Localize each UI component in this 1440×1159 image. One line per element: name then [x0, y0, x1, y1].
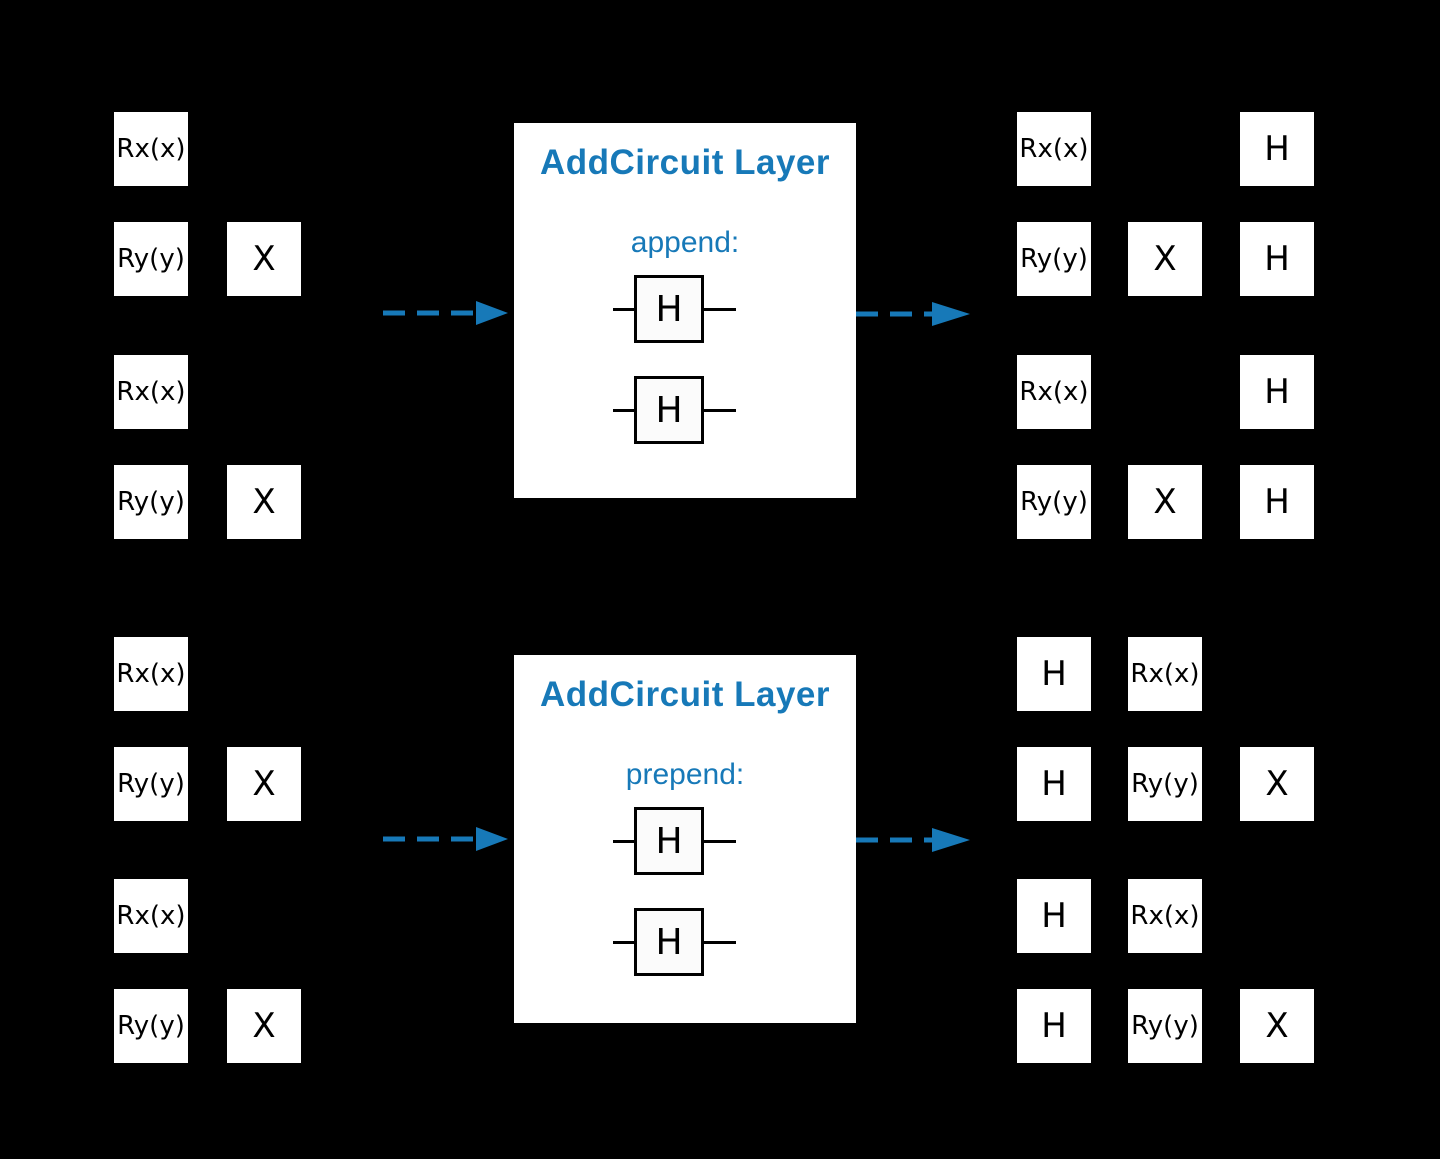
- wire-right: [704, 940, 736, 944]
- wire-right: [704, 307, 736, 311]
- h-gate: H: [613, 807, 736, 875]
- wire-right: [704, 408, 736, 412]
- gate-rxx: Rx(x): [114, 637, 188, 711]
- dashed-arrow-append-in: [383, 301, 508, 325]
- wire-right: [704, 839, 736, 843]
- panel-mode-label: prepend:: [625, 758, 745, 791]
- gate-h: H: [1240, 222, 1314, 296]
- gate-ryy: Ry(y): [114, 989, 188, 1063]
- wire-left: [613, 408, 634, 412]
- addcircuit-panel-prepend: AddCircuit Layer prepend: H H: [514, 655, 856, 1023]
- gate-rxx: Rx(x): [114, 112, 188, 186]
- h-gate: H: [613, 376, 736, 444]
- gate-h: H: [1017, 637, 1091, 711]
- gate-ryy: Ry(y): [1128, 747, 1202, 821]
- panel-title: AddCircuit Layer: [540, 143, 830, 182]
- gate-x: X: [227, 989, 301, 1063]
- panel-mode-label: append:: [630, 226, 740, 259]
- gate-h: H: [1017, 747, 1091, 821]
- gate-ryy: Ry(y): [1128, 989, 1202, 1063]
- gate-ryy: Ry(y): [1017, 465, 1091, 539]
- gate-ryy: Ry(y): [114, 747, 188, 821]
- dashed-arrow-append-out: [856, 302, 970, 326]
- gate-rxx: Rx(x): [1017, 112, 1091, 186]
- wire-left: [613, 839, 634, 843]
- gate-h: H: [1240, 465, 1314, 539]
- wire-left: [613, 307, 634, 311]
- wire-left: [613, 940, 634, 944]
- gate-x: X: [227, 747, 301, 821]
- gate-x: X: [1240, 989, 1314, 1063]
- dashed-arrow-prepend-in: [383, 827, 508, 851]
- h-gate-box: H: [634, 376, 704, 444]
- panel-title: AddCircuit Layer: [540, 675, 830, 714]
- gate-h: H: [1240, 112, 1314, 186]
- gate-x: X: [1240, 747, 1314, 821]
- h-gate: H: [613, 908, 736, 976]
- addcircuit-panel-append: AddCircuit Layer append: H H: [514, 123, 856, 498]
- h-gate-box: H: [634, 807, 704, 875]
- gate-rxx: Rx(x): [114, 355, 188, 429]
- gate-h: H: [1017, 989, 1091, 1063]
- h-gate: H: [613, 275, 736, 343]
- gate-rxx: Rx(x): [1128, 879, 1202, 953]
- gate-rxx: Rx(x): [1017, 355, 1091, 429]
- gate-ryy: Ry(y): [114, 222, 188, 296]
- gate-rxx: Rx(x): [1128, 637, 1202, 711]
- h-gate-box: H: [634, 275, 704, 343]
- gate-x: X: [227, 465, 301, 539]
- gate-rxx: Rx(x): [114, 879, 188, 953]
- gate-x: X: [1128, 465, 1202, 539]
- gate-x: X: [227, 222, 301, 296]
- gate-h: H: [1017, 879, 1091, 953]
- gate-ryy: Ry(y): [114, 465, 188, 539]
- gate-h: H: [1240, 355, 1314, 429]
- gate-ryy: Ry(y): [1017, 222, 1091, 296]
- h-gate-box: H: [634, 908, 704, 976]
- gate-x: X: [1128, 222, 1202, 296]
- dashed-arrow-prepend-out: [856, 828, 970, 852]
